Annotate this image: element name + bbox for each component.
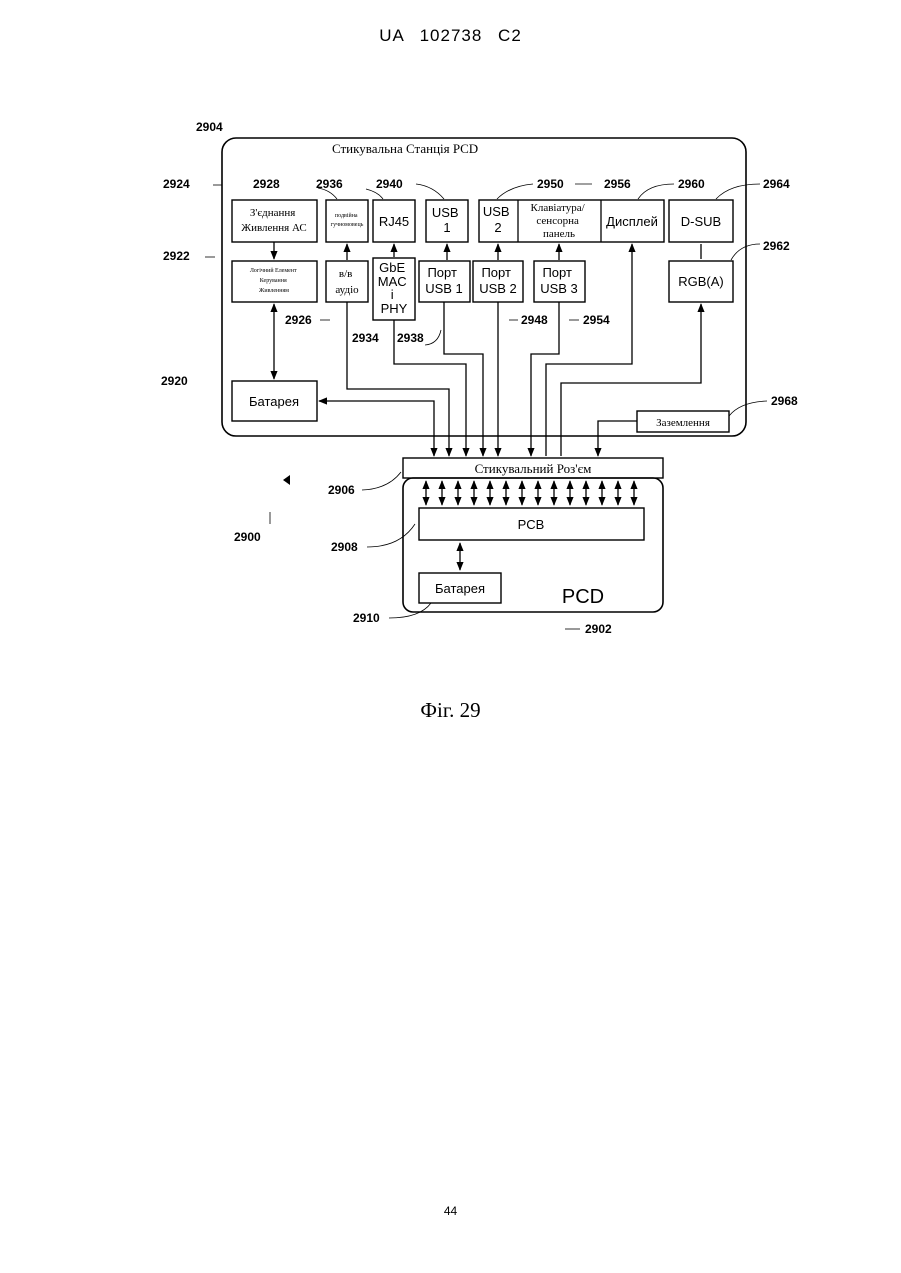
reference-numbers: 2904 2924 2922 2920 2928 2936 2940 2950 … — [161, 120, 798, 636]
svg-text:2956: 2956 — [604, 177, 631, 191]
svg-text:2904: 2904 — [196, 120, 223, 134]
pcb-label: PCB — [518, 517, 545, 532]
svg-text:2960: 2960 — [678, 177, 705, 191]
svg-text:2926: 2926 — [285, 313, 312, 327]
page-number: 44 — [0, 1204, 901, 1218]
svg-text:2968: 2968 — [771, 394, 798, 408]
svg-text:2920: 2920 — [161, 374, 188, 388]
svg-text:2906: 2906 — [328, 483, 355, 497]
svg-text:2954: 2954 — [583, 313, 610, 327]
svg-text:2922: 2922 — [163, 249, 190, 263]
svg-text:2902: 2902 — [585, 622, 612, 636]
svg-text:2964: 2964 — [763, 177, 790, 191]
figure-caption: Фіг. 29 — [0, 698, 901, 723]
docking-connector-label: Стикувальний Роз'єм — [475, 461, 592, 476]
svg-text:2948: 2948 — [521, 313, 548, 327]
port-usb1-label: Порт USB 1 — [425, 265, 463, 296]
ground-label: Заземлення — [656, 417, 710, 429]
station-title: Стикувальна Станція PCD — [332, 141, 478, 156]
rgb-label: RGB(A) — [678, 274, 724, 289]
svg-text:2962: 2962 — [763, 239, 790, 253]
station-battery-label: Батарея — [249, 394, 299, 409]
port-usb3-label: Порт USB 3 — [540, 265, 578, 296]
ground-connector-line — [598, 421, 637, 456]
display-label: Дисплей — [606, 214, 658, 229]
svg-text:2934: 2934 — [352, 331, 379, 345]
pointer-marker — [283, 475, 290, 485]
svg-text:2910: 2910 — [353, 611, 380, 625]
svg-text:2936: 2936 — [316, 177, 343, 191]
pcd-battery-label: Батарея — [435, 581, 485, 596]
gbe-label: GbE MAC і PHY — [378, 260, 411, 316]
rj45-label: RJ45 — [379, 214, 409, 229]
port-usb1-connector-line — [444, 302, 483, 456]
svg-text:2940: 2940 — [376, 177, 403, 191]
rgb-connector-line — [561, 304, 701, 456]
svg-text:2908: 2908 — [331, 540, 358, 554]
battery-connector-line — [319, 401, 434, 456]
svg-text:2924: 2924 — [163, 177, 190, 191]
svg-text:2950: 2950 — [537, 177, 564, 191]
headset-block — [326, 200, 368, 242]
port-usb2-label: Порт USB 2 — [479, 265, 517, 296]
svg-text:2938: 2938 — [397, 331, 424, 345]
svg-text:2928: 2928 — [253, 177, 280, 191]
svg-text:2900: 2900 — [234, 530, 261, 544]
dsub-label: D-SUB — [681, 214, 721, 229]
pcd-label: PCD — [562, 586, 604, 608]
